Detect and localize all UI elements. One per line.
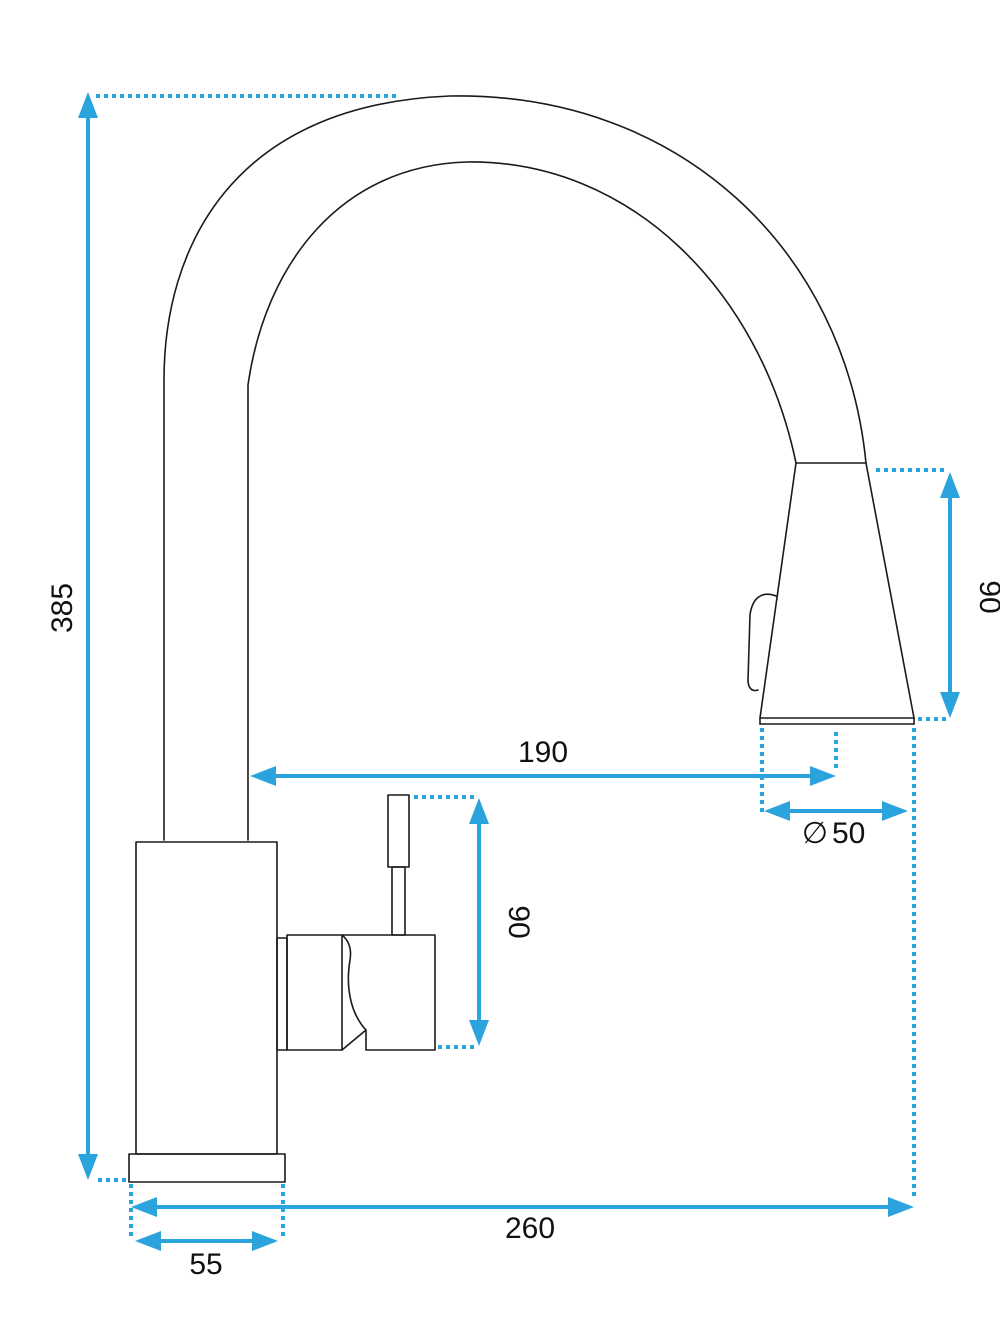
handle-height-label: 90 bbox=[502, 905, 535, 938]
handle-connector bbox=[276, 937, 288, 1051]
spray-head-height-label: 90 bbox=[973, 580, 1000, 613]
spout-outer-curve bbox=[163, 95, 867, 841]
handle-block bbox=[286, 934, 343, 1051]
spray-head-button bbox=[747, 593, 777, 692]
faucet-outline bbox=[128, 95, 915, 1183]
total-reach-label: 260 bbox=[505, 1212, 555, 1245]
spout-reach-label: 190 bbox=[518, 736, 568, 769]
dimension-total-reach: 260 bbox=[129, 728, 916, 1245]
dimension-spray-head-diameter: ∅ 50 bbox=[760, 728, 908, 850]
dimension-handle-height: 90 bbox=[414, 795, 535, 1049]
dimension-total-height: 385 bbox=[46, 92, 398, 1182]
handle-lever-body bbox=[341, 934, 436, 1051]
spray-head-diameter-label: 50 bbox=[832, 817, 865, 850]
faucet-body bbox=[135, 841, 278, 1155]
diameter-symbol: ∅ bbox=[802, 817, 828, 850]
handle-lever-stick bbox=[387, 794, 410, 868]
total-height-label: 385 bbox=[46, 583, 79, 633]
dimension-base-width: 55 bbox=[135, 1184, 285, 1281]
spray-head bbox=[759, 462, 915, 719]
spout-inner-curve bbox=[247, 161, 797, 841]
base-width-label: 55 bbox=[189, 1248, 222, 1281]
dimension-spray-head-height: 90 bbox=[876, 468, 1000, 721]
dimension-spout-reach: 190 bbox=[250, 732, 838, 786]
base-plate bbox=[128, 1153, 286, 1183]
